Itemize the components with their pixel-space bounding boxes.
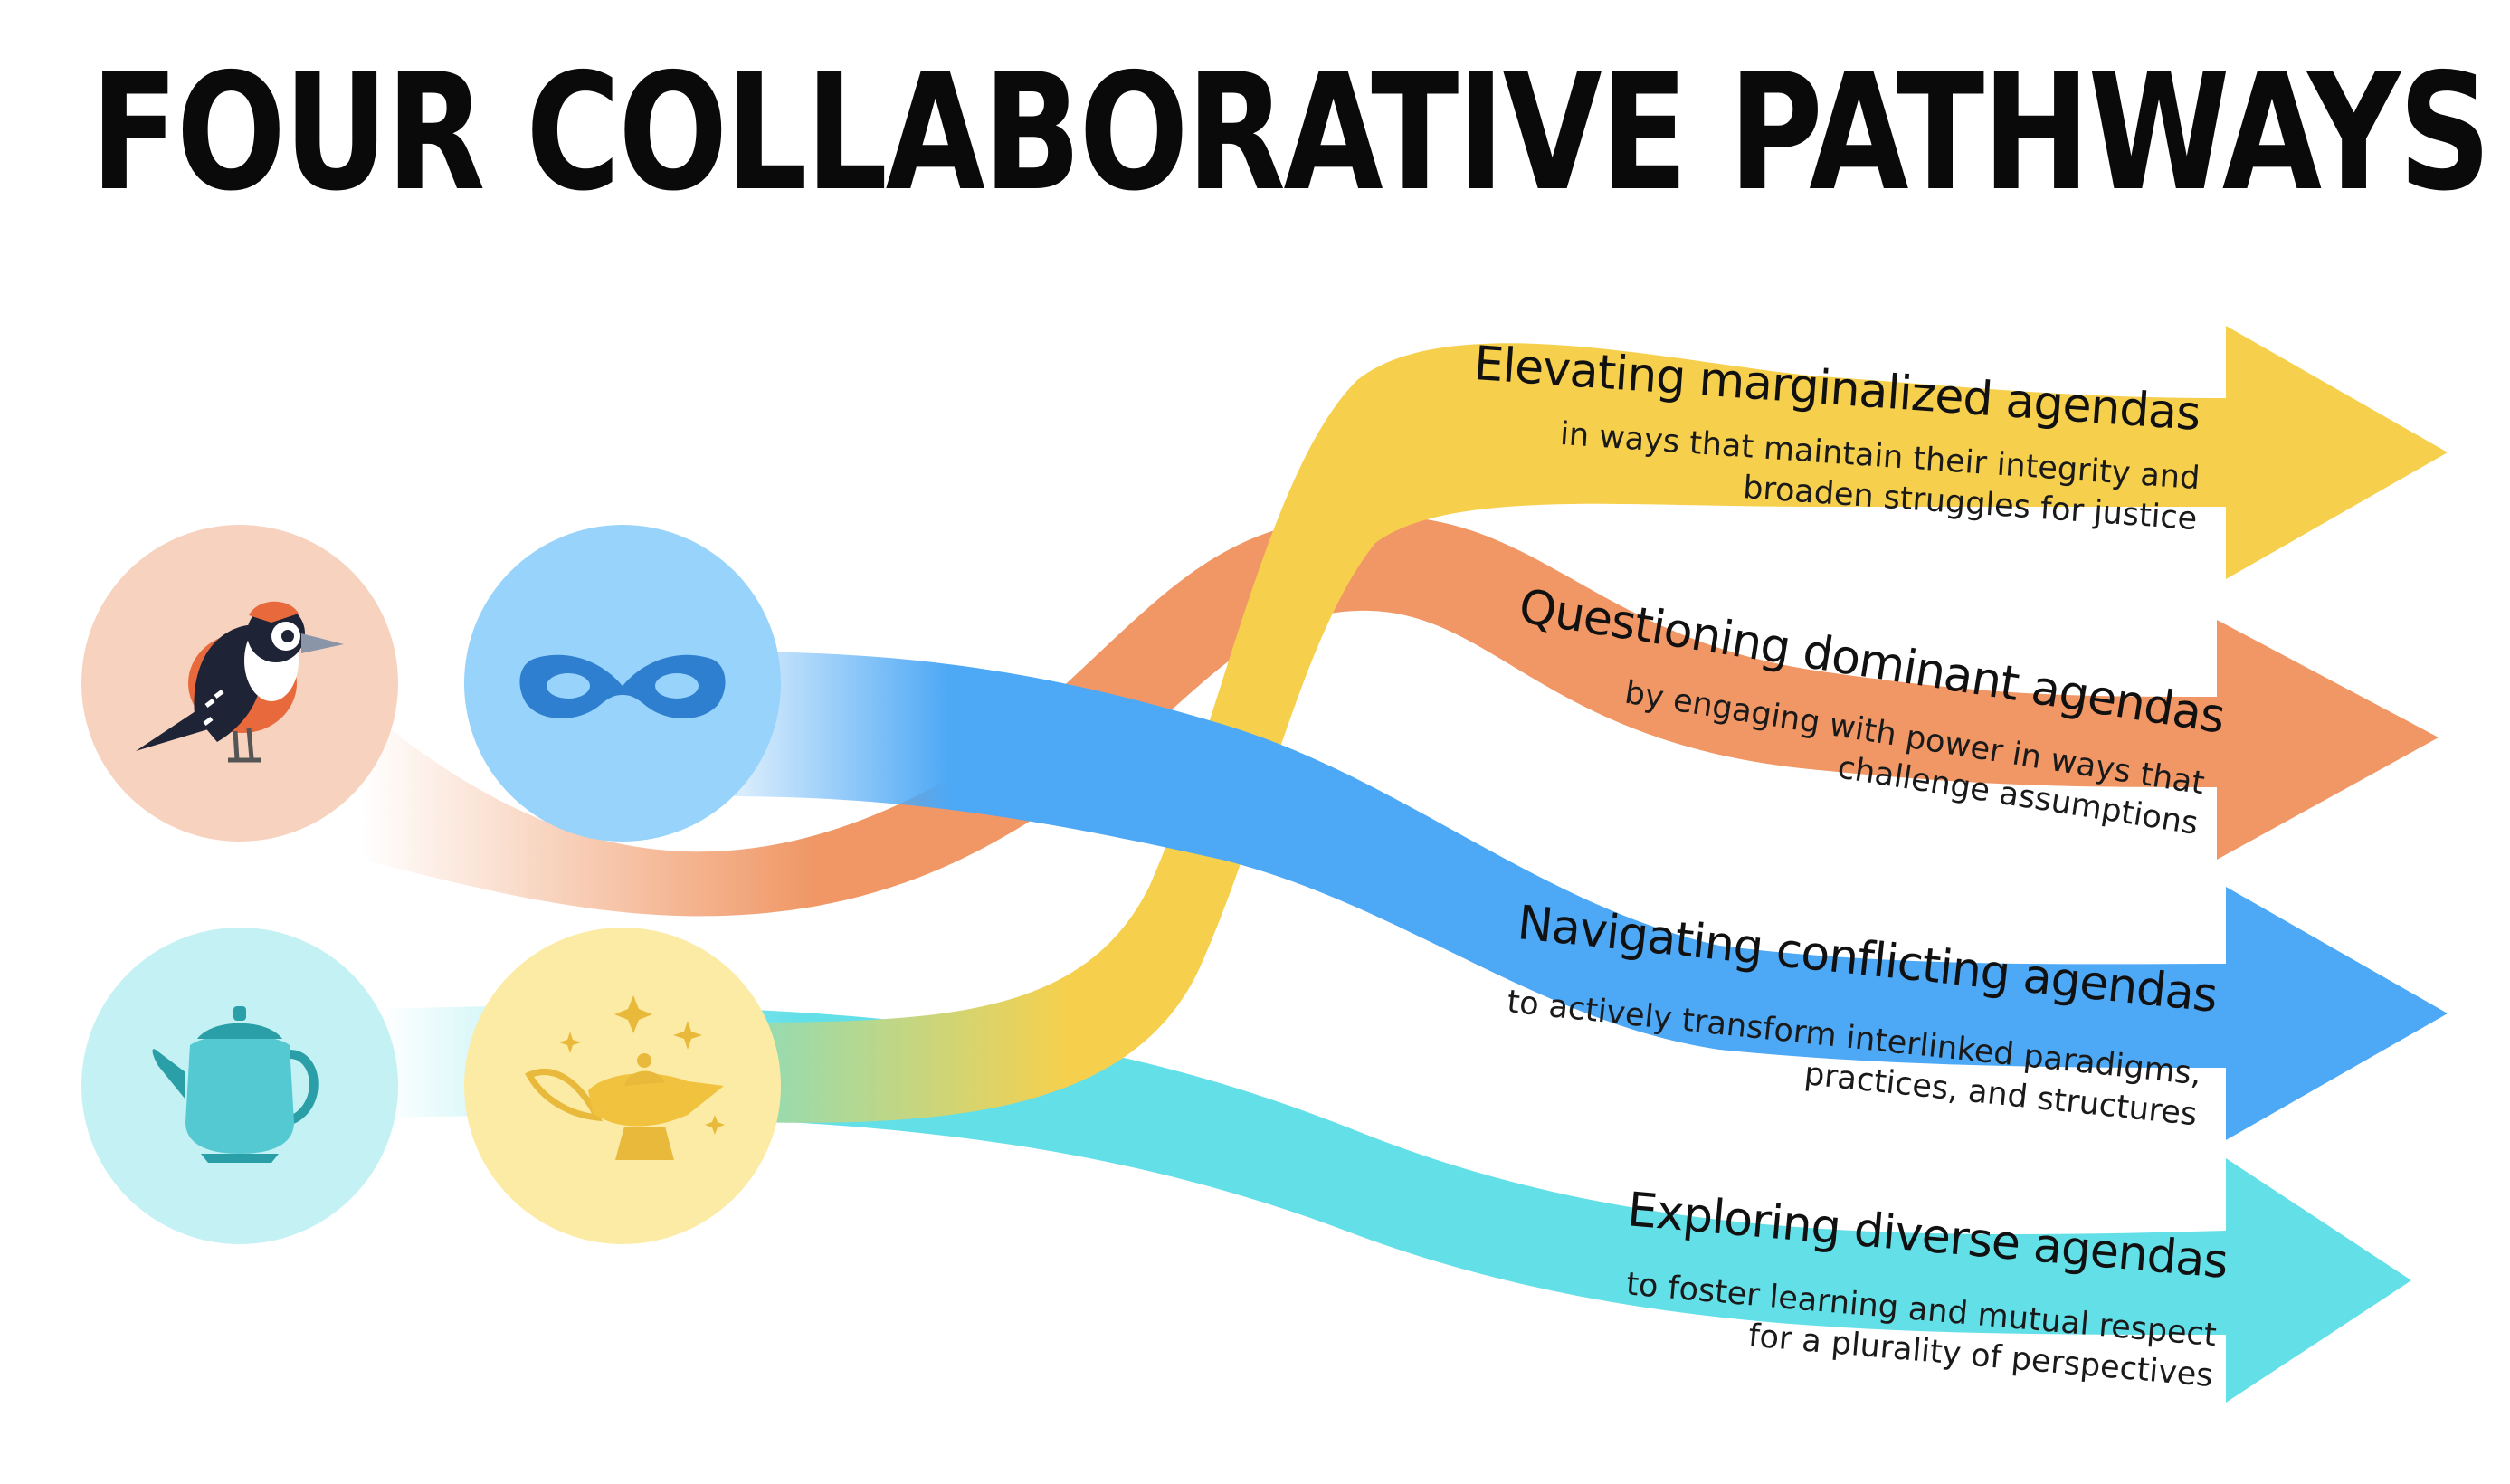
orange-pathway-arrow: [362, 515, 2439, 917]
yellow-pathway-arrow: [742, 326, 2448, 1123]
teapot-icon: [152, 1006, 319, 1163]
woodpecker-icon: [136, 601, 344, 763]
page-title: FOUR COLLABORATIVE PATHWAYS: [90, 39, 2491, 226]
blue-pathway-arrow: [724, 652, 2448, 1140]
magic-lamp-icon: [525, 995, 725, 1160]
mask-circle: [464, 525, 781, 842]
mask-icon: [519, 654, 726, 718]
